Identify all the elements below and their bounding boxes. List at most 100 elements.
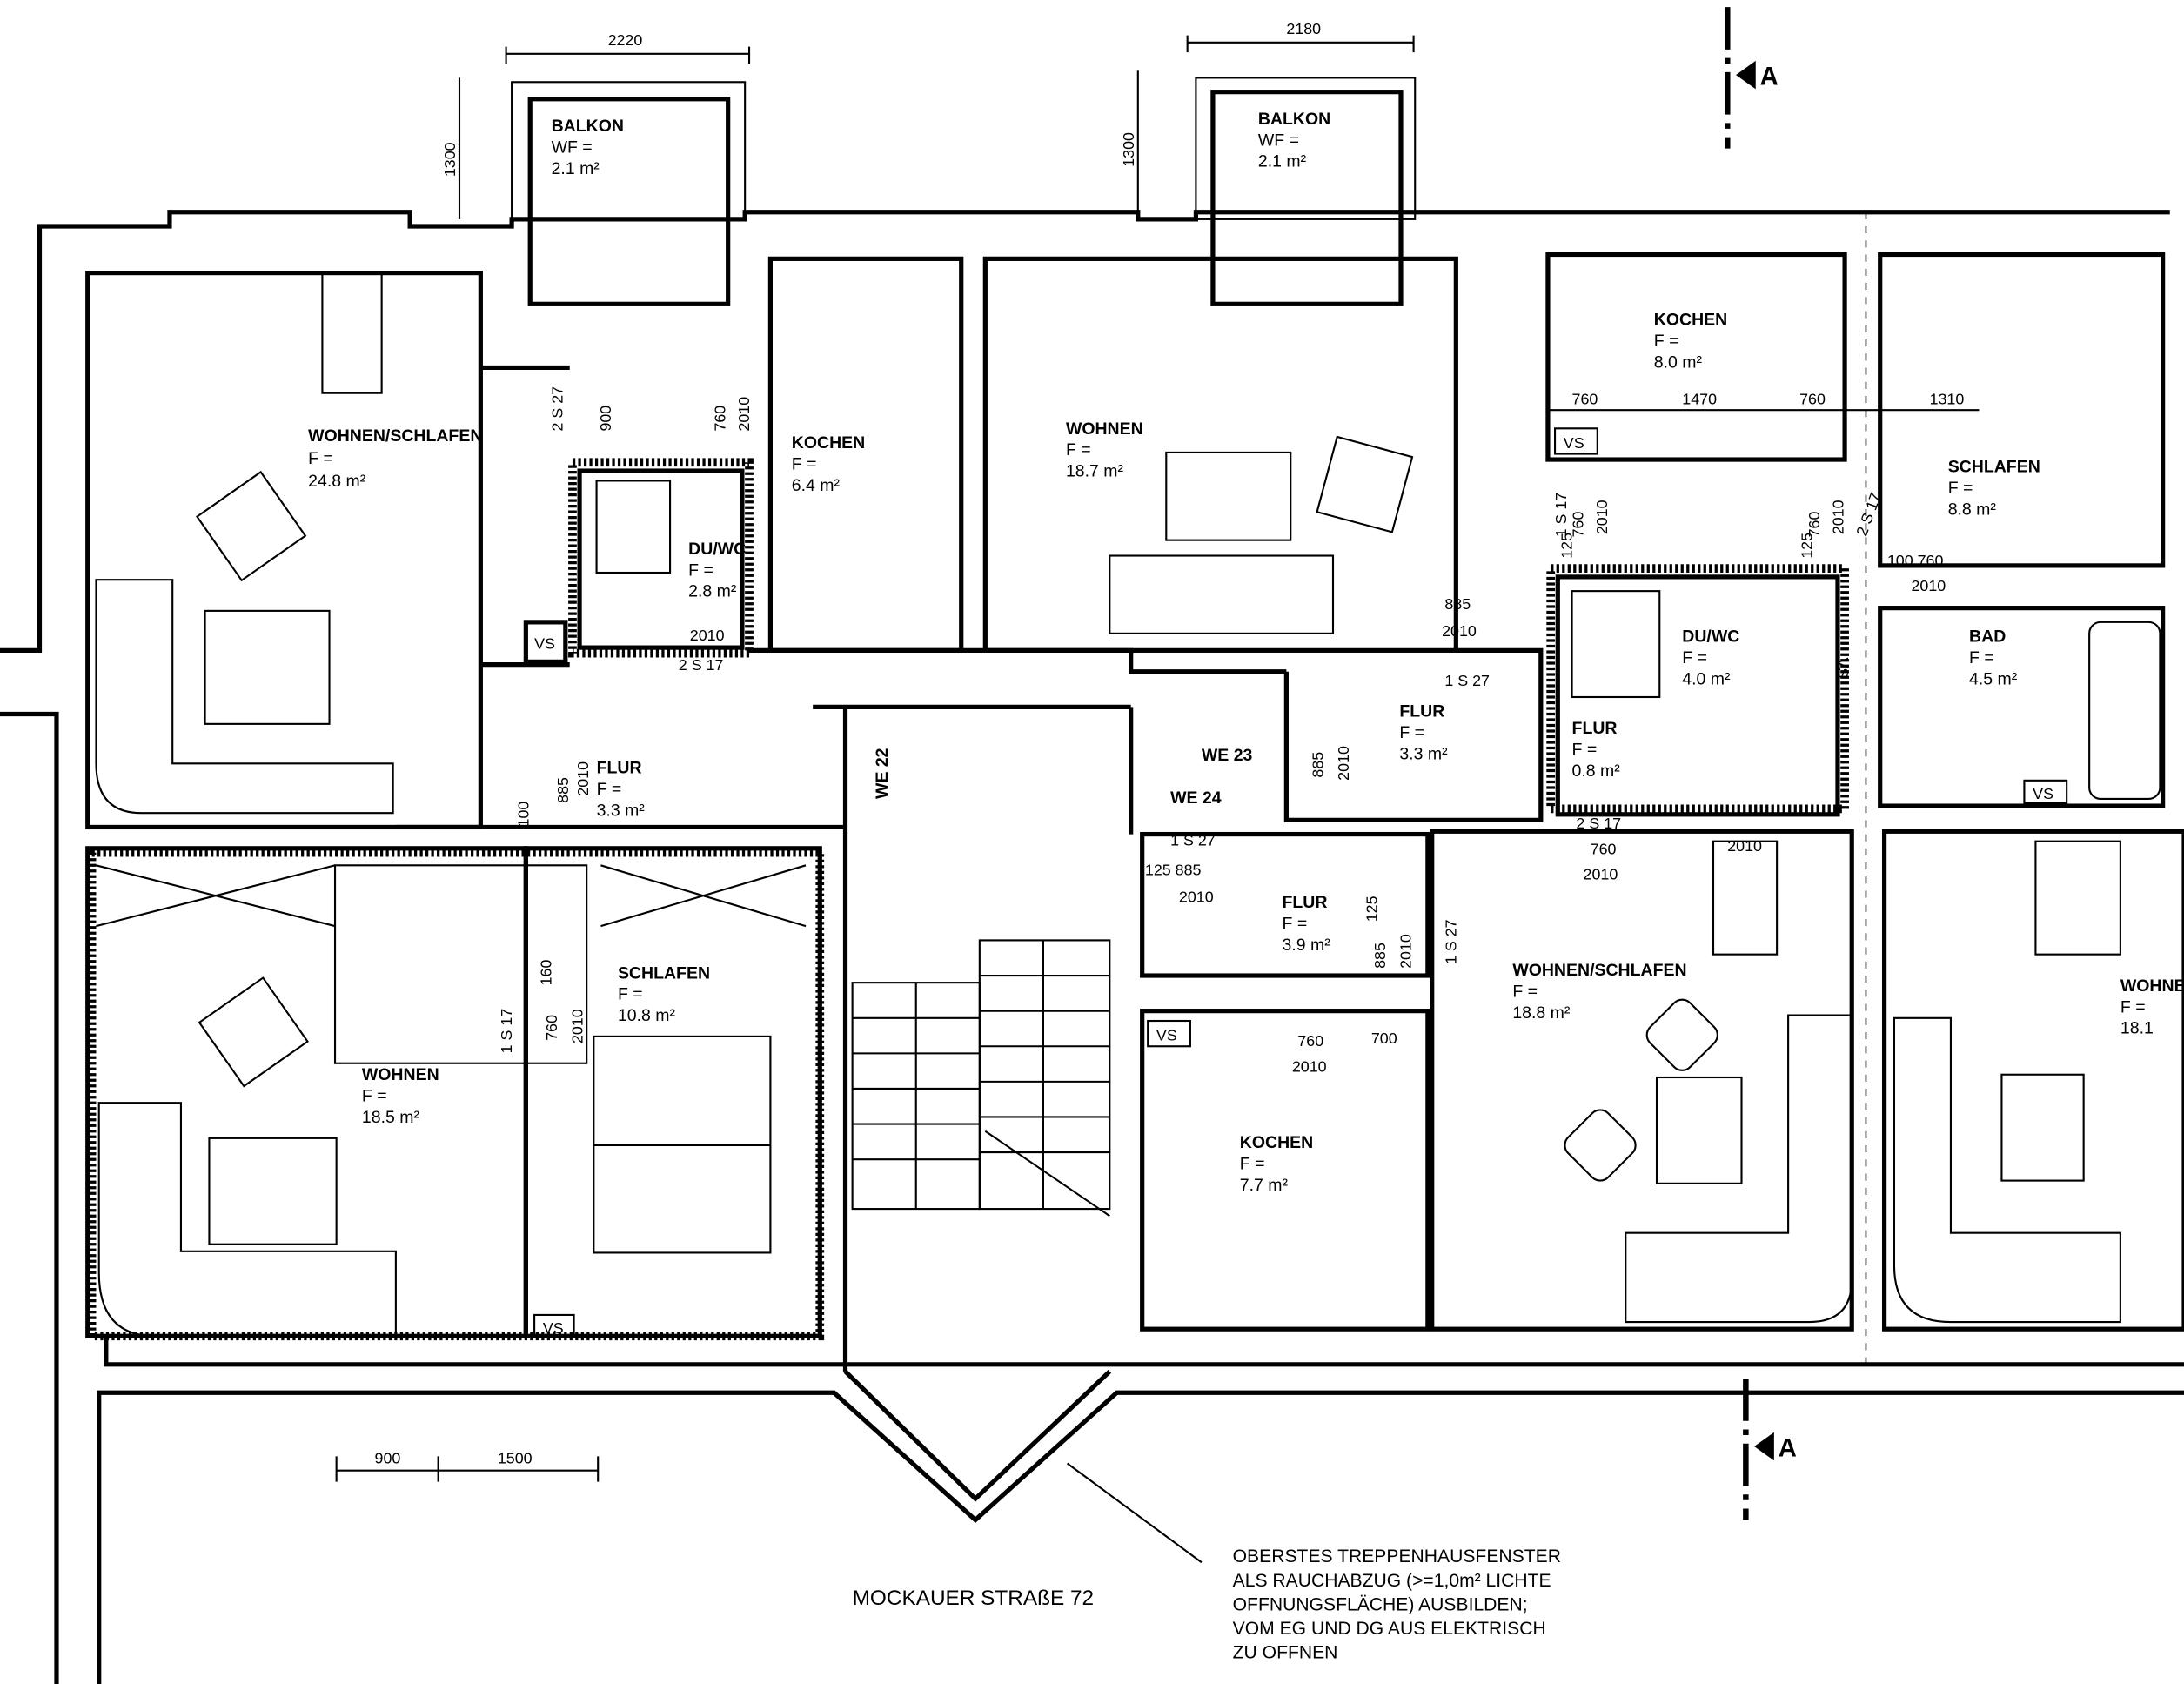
section-marker-bottom: A xyxy=(1743,1379,1797,1520)
svg-text:2010: 2010 xyxy=(1397,934,1414,969)
svg-text:1300: 1300 xyxy=(1120,132,1137,167)
table xyxy=(1655,1076,1743,1184)
dining-table xyxy=(2034,840,2121,956)
room-wohnen-schlafen-24-8: WOHNEN/SCHLAFEN F = 24.8 m² xyxy=(308,426,482,491)
svg-text:2010: 2010 xyxy=(1292,1057,1327,1075)
svg-text:900: 900 xyxy=(375,1450,401,1467)
svg-text:2 S 27: 2 S 27 xyxy=(549,386,566,432)
svg-text:24.8 m²: 24.8 m² xyxy=(308,472,366,491)
svg-text:FLUR: FLUR xyxy=(1572,719,1618,738)
svg-text:2010: 2010 xyxy=(735,397,753,432)
svg-text:WE 24: WE 24 xyxy=(1170,788,1222,808)
svg-text:3.9 m²: 3.9 m² xyxy=(1283,936,1331,955)
sofa xyxy=(95,579,394,815)
svg-text:BAD: BAD xyxy=(1969,627,2006,647)
svg-text:FLUR: FLUR xyxy=(1399,702,1444,721)
svg-text:760: 760 xyxy=(1591,840,1617,857)
stairs xyxy=(851,939,1111,1218)
svg-text:F =: F = xyxy=(1240,1155,1265,1174)
svg-text:885: 885 xyxy=(554,777,572,803)
table xyxy=(1165,451,1292,541)
svg-text:7.7 m²: 7.7 m² xyxy=(1240,1176,1289,1195)
svg-text:18.5 m²: 18.5 m² xyxy=(362,1108,420,1127)
svg-text:F =: F = xyxy=(1283,914,1308,933)
room-du-wc-4-0: DU/WCF =4.0 m² xyxy=(1682,627,1739,689)
svg-text:WF =: WF = xyxy=(552,138,593,158)
sofa xyxy=(1625,1014,1853,1324)
svg-text:2010: 2010 xyxy=(690,627,725,644)
svg-text:SCHLAFEN: SCHLAFEN xyxy=(618,963,710,983)
svg-text:KOCHEN: KOCHEN xyxy=(1240,1133,1313,1152)
svg-text:DU/WC: DU/WC xyxy=(688,540,746,559)
svg-text:2220: 2220 xyxy=(608,31,643,49)
svg-text:1 S 27: 1 S 27 xyxy=(1442,919,1459,964)
stool xyxy=(1645,998,1718,1071)
svg-text:WOHNEN: WOHNEN xyxy=(362,1065,439,1084)
svg-text:F =: F = xyxy=(308,449,333,468)
armchair xyxy=(198,976,309,1088)
armchair xyxy=(195,470,307,582)
svg-text:2 S 17: 2 S 17 xyxy=(1576,815,1621,832)
svg-text:F =: F = xyxy=(597,780,622,799)
svg-text:900: 900 xyxy=(597,406,614,432)
svg-text:1 S 27: 1 S 27 xyxy=(1444,672,1490,689)
room-du-wc-2-8: DU/WCF =2.8 m² xyxy=(688,540,746,601)
svg-text:FLUR: FLUR xyxy=(597,759,642,778)
section-marker-top: A xyxy=(1725,7,1779,149)
svg-text:2010: 2010 xyxy=(1179,889,1214,906)
svg-text:OBERSTES TREPPENHAUSFENSTER: OBERSTES TREPPENHAUSFENSTER xyxy=(1233,1546,1561,1567)
shower xyxy=(595,480,672,574)
svg-text:2.8 m²: 2.8 m² xyxy=(688,582,737,601)
svg-text:ZU OFFNEN: ZU OFFNEN xyxy=(1233,1643,1338,1663)
svg-text:F =: F = xyxy=(1066,440,1091,460)
sofa xyxy=(1109,554,1335,634)
svg-text:885: 885 xyxy=(1310,752,1327,778)
svg-text:A: A xyxy=(1760,64,1779,91)
dimension-labels: 2220 2180 1300 1300 900 1500 1470 1310 7… xyxy=(375,20,1965,1466)
svg-text:125 885: 125 885 xyxy=(1145,862,1202,879)
street-title: MOCKAUER STRAßE 72 xyxy=(853,1587,1094,1610)
svg-text:VS: VS xyxy=(1156,1027,1177,1044)
svg-text:2010: 2010 xyxy=(1727,837,1762,855)
unit-markers: WE 22 WE 23 WE 24 xyxy=(873,746,1252,808)
svg-text:2180: 2180 xyxy=(1286,20,1321,37)
svg-text:WE 22: WE 22 xyxy=(873,748,892,799)
svg-text:A: A xyxy=(1779,1434,1797,1462)
svg-text:2010: 2010 xyxy=(568,1009,586,1043)
svg-text:OFFNUNGSFLÄCHE) AUSBILDEN;: OFFNUNGSFLÄCHE) AUSBILDEN; xyxy=(1233,1594,1528,1614)
svg-text:WOHNEN/SCHLAFEN: WOHNEN/SCHLAFEN xyxy=(308,426,482,446)
svg-text:F =: F = xyxy=(1572,741,1598,760)
svg-text:1 S 17: 1 S 17 xyxy=(1552,493,1570,538)
svg-text:F =: F = xyxy=(618,985,643,1004)
dimension-lines xyxy=(335,35,1980,1482)
svg-text:VS: VS xyxy=(1834,657,1852,678)
svg-text:F =: F = xyxy=(1969,648,1994,668)
svg-text:885: 885 xyxy=(1371,943,1389,969)
svg-text:760: 760 xyxy=(1570,512,1587,538)
svg-text:1300: 1300 xyxy=(441,142,459,177)
svg-text:VS: VS xyxy=(2033,785,2053,802)
svg-text:8.0 m²: 8.0 m² xyxy=(1654,352,1703,372)
svg-text:0.8 m²: 0.8 m² xyxy=(1572,761,1621,781)
svg-text:100 760: 100 760 xyxy=(1887,552,1944,569)
svg-text:18.7 m²: 18.7 m² xyxy=(1066,462,1124,481)
furniture xyxy=(95,272,2161,1338)
dining-table xyxy=(1712,840,1779,956)
sofa xyxy=(1893,1016,2121,1324)
annotation-note: OBERSTES TREPPENHAUSFENSTER ALS RAUCHABZ… xyxy=(1233,1546,1561,1662)
svg-text:700: 700 xyxy=(1371,1030,1397,1047)
svg-text:F =: F = xyxy=(1948,479,1973,498)
svg-text:160: 160 xyxy=(538,960,555,986)
svg-text:760: 760 xyxy=(543,1015,560,1041)
svg-text:DU/WC: DU/WC xyxy=(1682,627,1739,647)
dining-table xyxy=(321,272,383,394)
svg-text:F =: F = xyxy=(792,454,817,473)
